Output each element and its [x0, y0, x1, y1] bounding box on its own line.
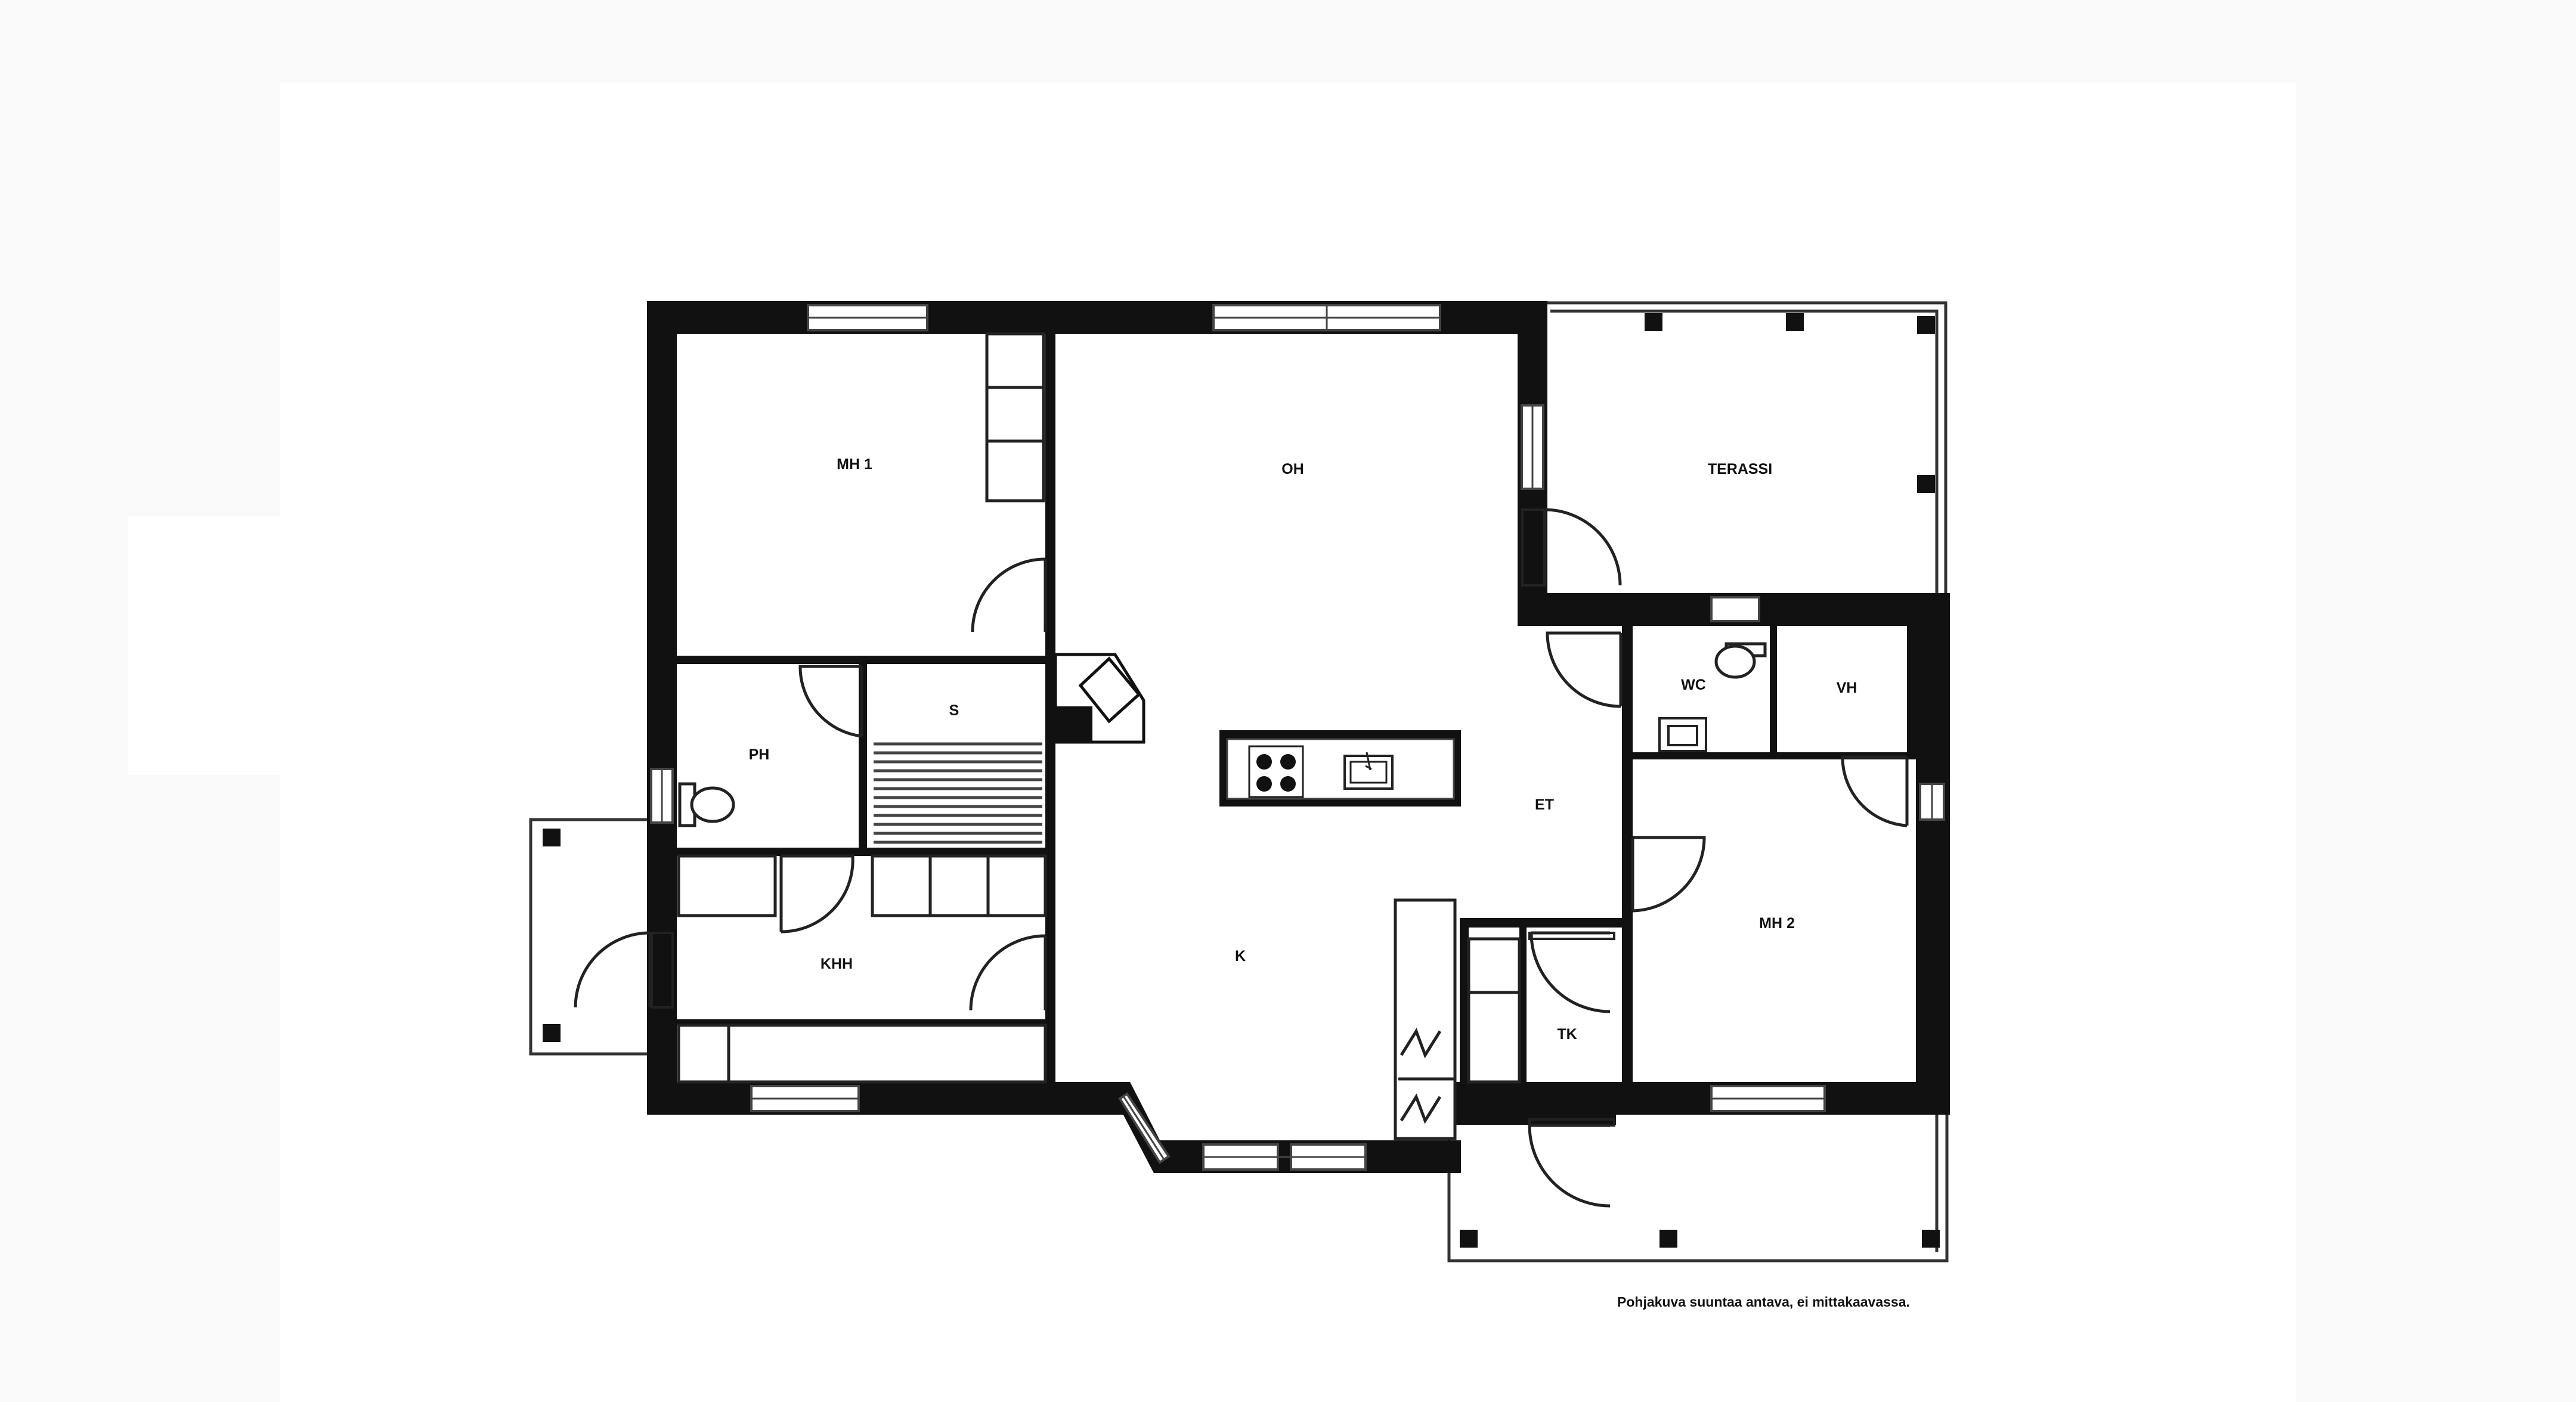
toilet-ph	[678, 782, 735, 827]
interior-walls	[671, 331, 1917, 1118]
room-label-et: ET	[1535, 796, 1554, 813]
sauna-bench	[874, 742, 1042, 844]
disclaimer-note: Pohjakuva suuntaa antava, ei mittakaavas…	[1617, 1294, 1910, 1310]
cabinets	[677, 332, 1521, 1140]
room-label-k: K	[1235, 948, 1246, 964]
room-label-khh: KHH	[821, 956, 853, 972]
room-label-vh: VH	[1837, 680, 1857, 696]
terrace-outline	[529, 301, 1949, 1263]
room-label-mh1: MH 1	[837, 456, 872, 473]
room-label-s: S	[949, 702, 959, 719]
room-label-tk: TK	[1557, 1026, 1577, 1043]
room-label-ph: PH	[749, 746, 770, 763]
terrace-posts	[543, 313, 1940, 1248]
doors	[574, 508, 1909, 1208]
room-label-mh2: MH 2	[1759, 915, 1795, 932]
windows	[650, 304, 1945, 1171]
room-label-terassi: TERASSI	[1708, 461, 1772, 477]
wc-sink	[1658, 717, 1707, 752]
plan-sheet-tab	[128, 516, 283, 775]
toilet-wc	[1714, 642, 1767, 679]
room-labels: MH 1 OH TERASSI S PH WC VH ET MH 2 KHH K…	[749, 456, 1857, 1043]
door-frames	[651, 508, 1615, 1127]
room-label-wc: WC	[1681, 677, 1706, 693]
kitchen-island	[1219, 730, 1461, 807]
fireplace	[1054, 653, 1145, 744]
room-label-oh: OH	[1281, 461, 1304, 477]
appliance-marks	[1398, 1028, 1455, 1124]
